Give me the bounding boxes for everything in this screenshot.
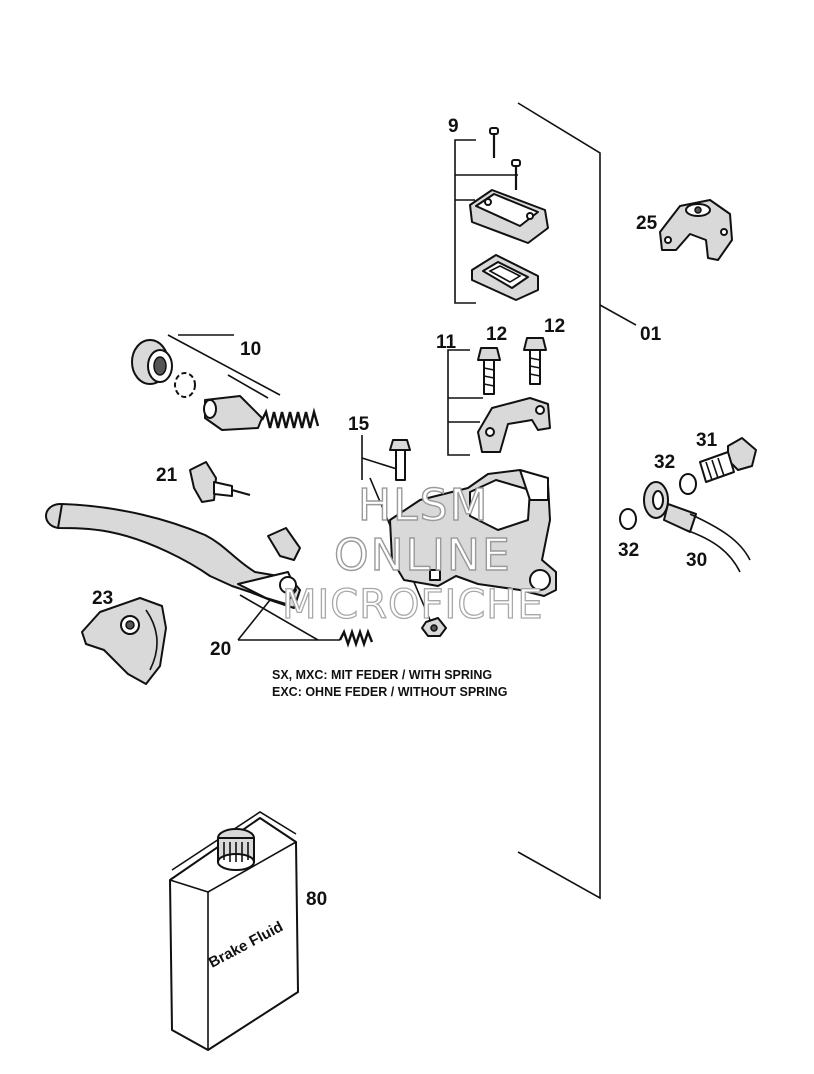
callout-01: 01	[640, 324, 662, 345]
brake-lever-20	[45, 503, 319, 641]
assembly-bracket-01	[517, 102, 637, 900]
handlebar-clamp-25	[659, 199, 733, 261]
reservoir-cover-group	[454, 127, 549, 304]
sealing-washer-32-lower	[619, 508, 637, 530]
callout-11: 11	[436, 332, 457, 353]
callout-32-upper: 32	[654, 452, 675, 473]
lever-cover-23	[81, 597, 167, 685]
watermark-line-1: HLSM	[358, 480, 490, 531]
piston-kit-10	[131, 334, 320, 431]
callout-80: 80	[306, 889, 327, 910]
circlip	[174, 372, 196, 398]
spring-note-exc: EXC: OHNE FEDER / WITHOUT SPRING	[272, 685, 507, 699]
adjuster-screw-21	[189, 461, 251, 503]
reservoir-cover	[469, 189, 549, 244]
dust-boot	[131, 339, 173, 385]
callout-10: 10	[240, 339, 261, 360]
screw-top	[489, 127, 499, 158]
sealing-washer-32-upper	[679, 473, 697, 495]
pivot-nut	[421, 617, 447, 637]
piston	[203, 395, 263, 431]
callout-32-lower: 32	[618, 540, 639, 561]
callout-21: 21	[156, 465, 178, 486]
callout-20: 20	[210, 639, 231, 660]
return-spring	[260, 407, 320, 429]
reservoir-membrane	[471, 254, 539, 301]
clamp-half	[477, 397, 551, 453]
banjo-bolt-31	[699, 437, 757, 483]
clamp-bolts-group	[447, 337, 551, 456]
callout-12-left: 12	[486, 324, 507, 345]
callout-30: 30	[686, 550, 707, 571]
watermark-line-2: ONLINE	[334, 530, 512, 581]
callout-12-right: 12	[544, 316, 565, 337]
lever-spring	[237, 599, 374, 648]
screw-second	[511, 159, 521, 190]
brake-fluid-can-80: Brake Fluid	[169, 811, 299, 1051]
master-cylinder-body	[389, 469, 557, 597]
callout-23: 23	[92, 588, 113, 609]
callout-15: 15	[348, 414, 370, 435]
callout-9: 9	[448, 116, 459, 137]
callout-25: 25	[636, 213, 658, 234]
watermark-line-3: MICROFICHE	[282, 582, 544, 628]
bolt-12-left	[477, 347, 501, 395]
callout-31: 31	[696, 430, 718, 451]
spring-note-sx-mxc: SX, MXC: MIT FEDER / WITH SPRING	[272, 668, 492, 682]
brake-hose-30	[643, 481, 751, 573]
bolt-12-right	[523, 337, 547, 385]
